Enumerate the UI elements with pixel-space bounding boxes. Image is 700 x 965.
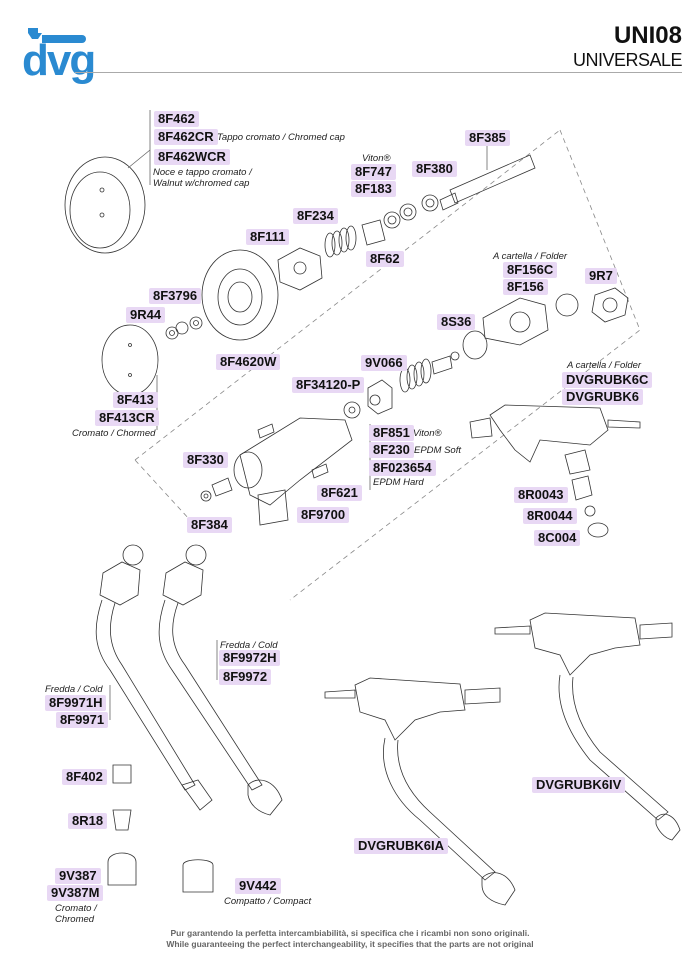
part-label[interactable]: 8F385 <box>465 130 510 146</box>
part-note: Viton® <box>362 153 391 164</box>
part-label[interactable]: DVGRUBK6C <box>562 372 653 388</box>
part-label[interactable]: 8F380 <box>412 161 457 177</box>
part-label[interactable]: 8F462CR <box>154 129 218 145</box>
part-label[interactable]: 8F402 <box>62 769 107 785</box>
part-label[interactable]: 8F330 <box>183 452 228 468</box>
part-label[interactable]: 8F747 <box>351 164 396 180</box>
tee-dvgrubk6ia-drawing <box>324 677 516 906</box>
part-label[interactable]: 8F156C <box>503 262 558 278</box>
part-note: A cartella / Folder <box>567 360 642 371</box>
part-label[interactable]: 8F9971 <box>56 712 109 728</box>
part-note: EPDM Soft <box>414 445 461 456</box>
part-label[interactable]: 9V387 <box>55 868 101 884</box>
part-note: Fredda / Cold <box>45 684 103 695</box>
part-note: EPDM Hard <box>373 477 424 488</box>
part-label[interactable]: 8F621 <box>317 485 362 501</box>
page-subtitle: UNIVERSALE <box>572 50 683 70</box>
knob-8f4620w-drawing <box>201 249 279 341</box>
part-label[interactable]: DVGRUBK6IA <box>354 838 448 854</box>
part-label[interactable]: 8F9700 <box>297 507 350 523</box>
part-note: Compatto / Compact <box>224 896 312 907</box>
part-label[interactable]: 8R18 <box>68 813 108 829</box>
part-note: Cromato / Chormed <box>72 428 156 439</box>
wand-8f9971-drawing <box>95 544 213 811</box>
part-note: Walnut w/chromed cap <box>153 178 250 189</box>
part-note: Cromato / <box>55 903 97 914</box>
assembly-outline <box>134 129 641 601</box>
part-label[interactable]: 8F183 <box>351 181 396 197</box>
part-label[interactable]: 8F462WCR <box>154 149 230 165</box>
part-label[interactable]: 8F413 <box>113 392 158 408</box>
part-label[interactable]: 8F023654 <box>369 460 436 476</box>
part-label[interactable]: 8F384 <box>187 517 232 533</box>
part-label[interactable]: 8S36 <box>437 314 476 330</box>
part-note: Viton® <box>413 428 442 439</box>
part-label[interactable]: 8F9972 <box>219 669 272 685</box>
part-label[interactable]: 9V066 <box>361 355 407 371</box>
part-label[interactable]: 8F413CR <box>95 410 159 426</box>
part-note: Noce e tappo cromato / <box>153 167 252 178</box>
part-label[interactable]: 8F462 <box>154 111 199 127</box>
part-label[interactable]: 9R44 <box>126 307 166 323</box>
part-label[interactable]: 8F230 <box>369 442 414 458</box>
part-label[interactable]: 8F156 <box>503 279 548 295</box>
part-label[interactable]: DVGRUBK6IV <box>532 777 626 793</box>
spring-8f234-drawing <box>324 225 357 258</box>
logo <box>22 22 102 84</box>
wand-8f9972-drawing <box>158 544 283 816</box>
part-label[interactable]: 8C004 <box>534 530 581 546</box>
part-note: Tappo cromato / Chromed cap <box>217 132 345 143</box>
tee-dvgrubk6iv-drawing <box>494 612 681 841</box>
part-label[interactable]: 9V387M <box>47 885 104 901</box>
part-note: A cartella / Folder <box>493 251 568 262</box>
logo-icon <box>28 28 86 43</box>
part-note: Fredda / Cold <box>220 640 278 651</box>
part-label[interactable]: 8F62 <box>366 251 404 267</box>
part-label[interactable]: 8R0043 <box>514 487 568 503</box>
disclaimer-en: While guaranteeing the perfect interchan… <box>166 939 534 949</box>
part-label[interactable]: 8R0044 <box>523 508 577 524</box>
part-label[interactable]: 8F3796 <box>149 288 202 304</box>
tee-dvgrubk6-drawing <box>469 404 641 475</box>
body-8f9700-drawing <box>233 417 353 526</box>
part-label[interactable]: 9V442 <box>235 878 281 894</box>
shaft-8f385-drawing <box>439 154 536 211</box>
header-divider <box>75 72 682 73</box>
disclaimer-it: Pur garantendo la perfetta intercambiabi… <box>170 928 530 938</box>
part-label[interactable]: 8F234 <box>293 208 338 224</box>
part-label[interactable]: 8F9971H <box>45 695 107 711</box>
knob-8f462-drawing <box>64 156 146 254</box>
part-note: Chromed <box>55 914 95 925</box>
part-label[interactable]: 8F34120-P <box>292 377 365 393</box>
part-label[interactable]: 8F111 <box>246 229 290 245</box>
page-title: UNI08 <box>613 22 682 49</box>
part-label[interactable]: 9R7 <box>585 268 617 284</box>
part-label[interactable]: 8F851 <box>369 425 414 441</box>
logo-text: dvg <box>22 36 96 85</box>
part-label[interactable]: DVGRUBK6 <box>562 389 643 405</box>
disclaimer: Pur garantendo la perfetta intercambiabi… <box>0 928 700 950</box>
part-label[interactable]: 8F4620W <box>216 354 281 370</box>
part-label[interactable]: 8F9972H <box>219 650 281 666</box>
